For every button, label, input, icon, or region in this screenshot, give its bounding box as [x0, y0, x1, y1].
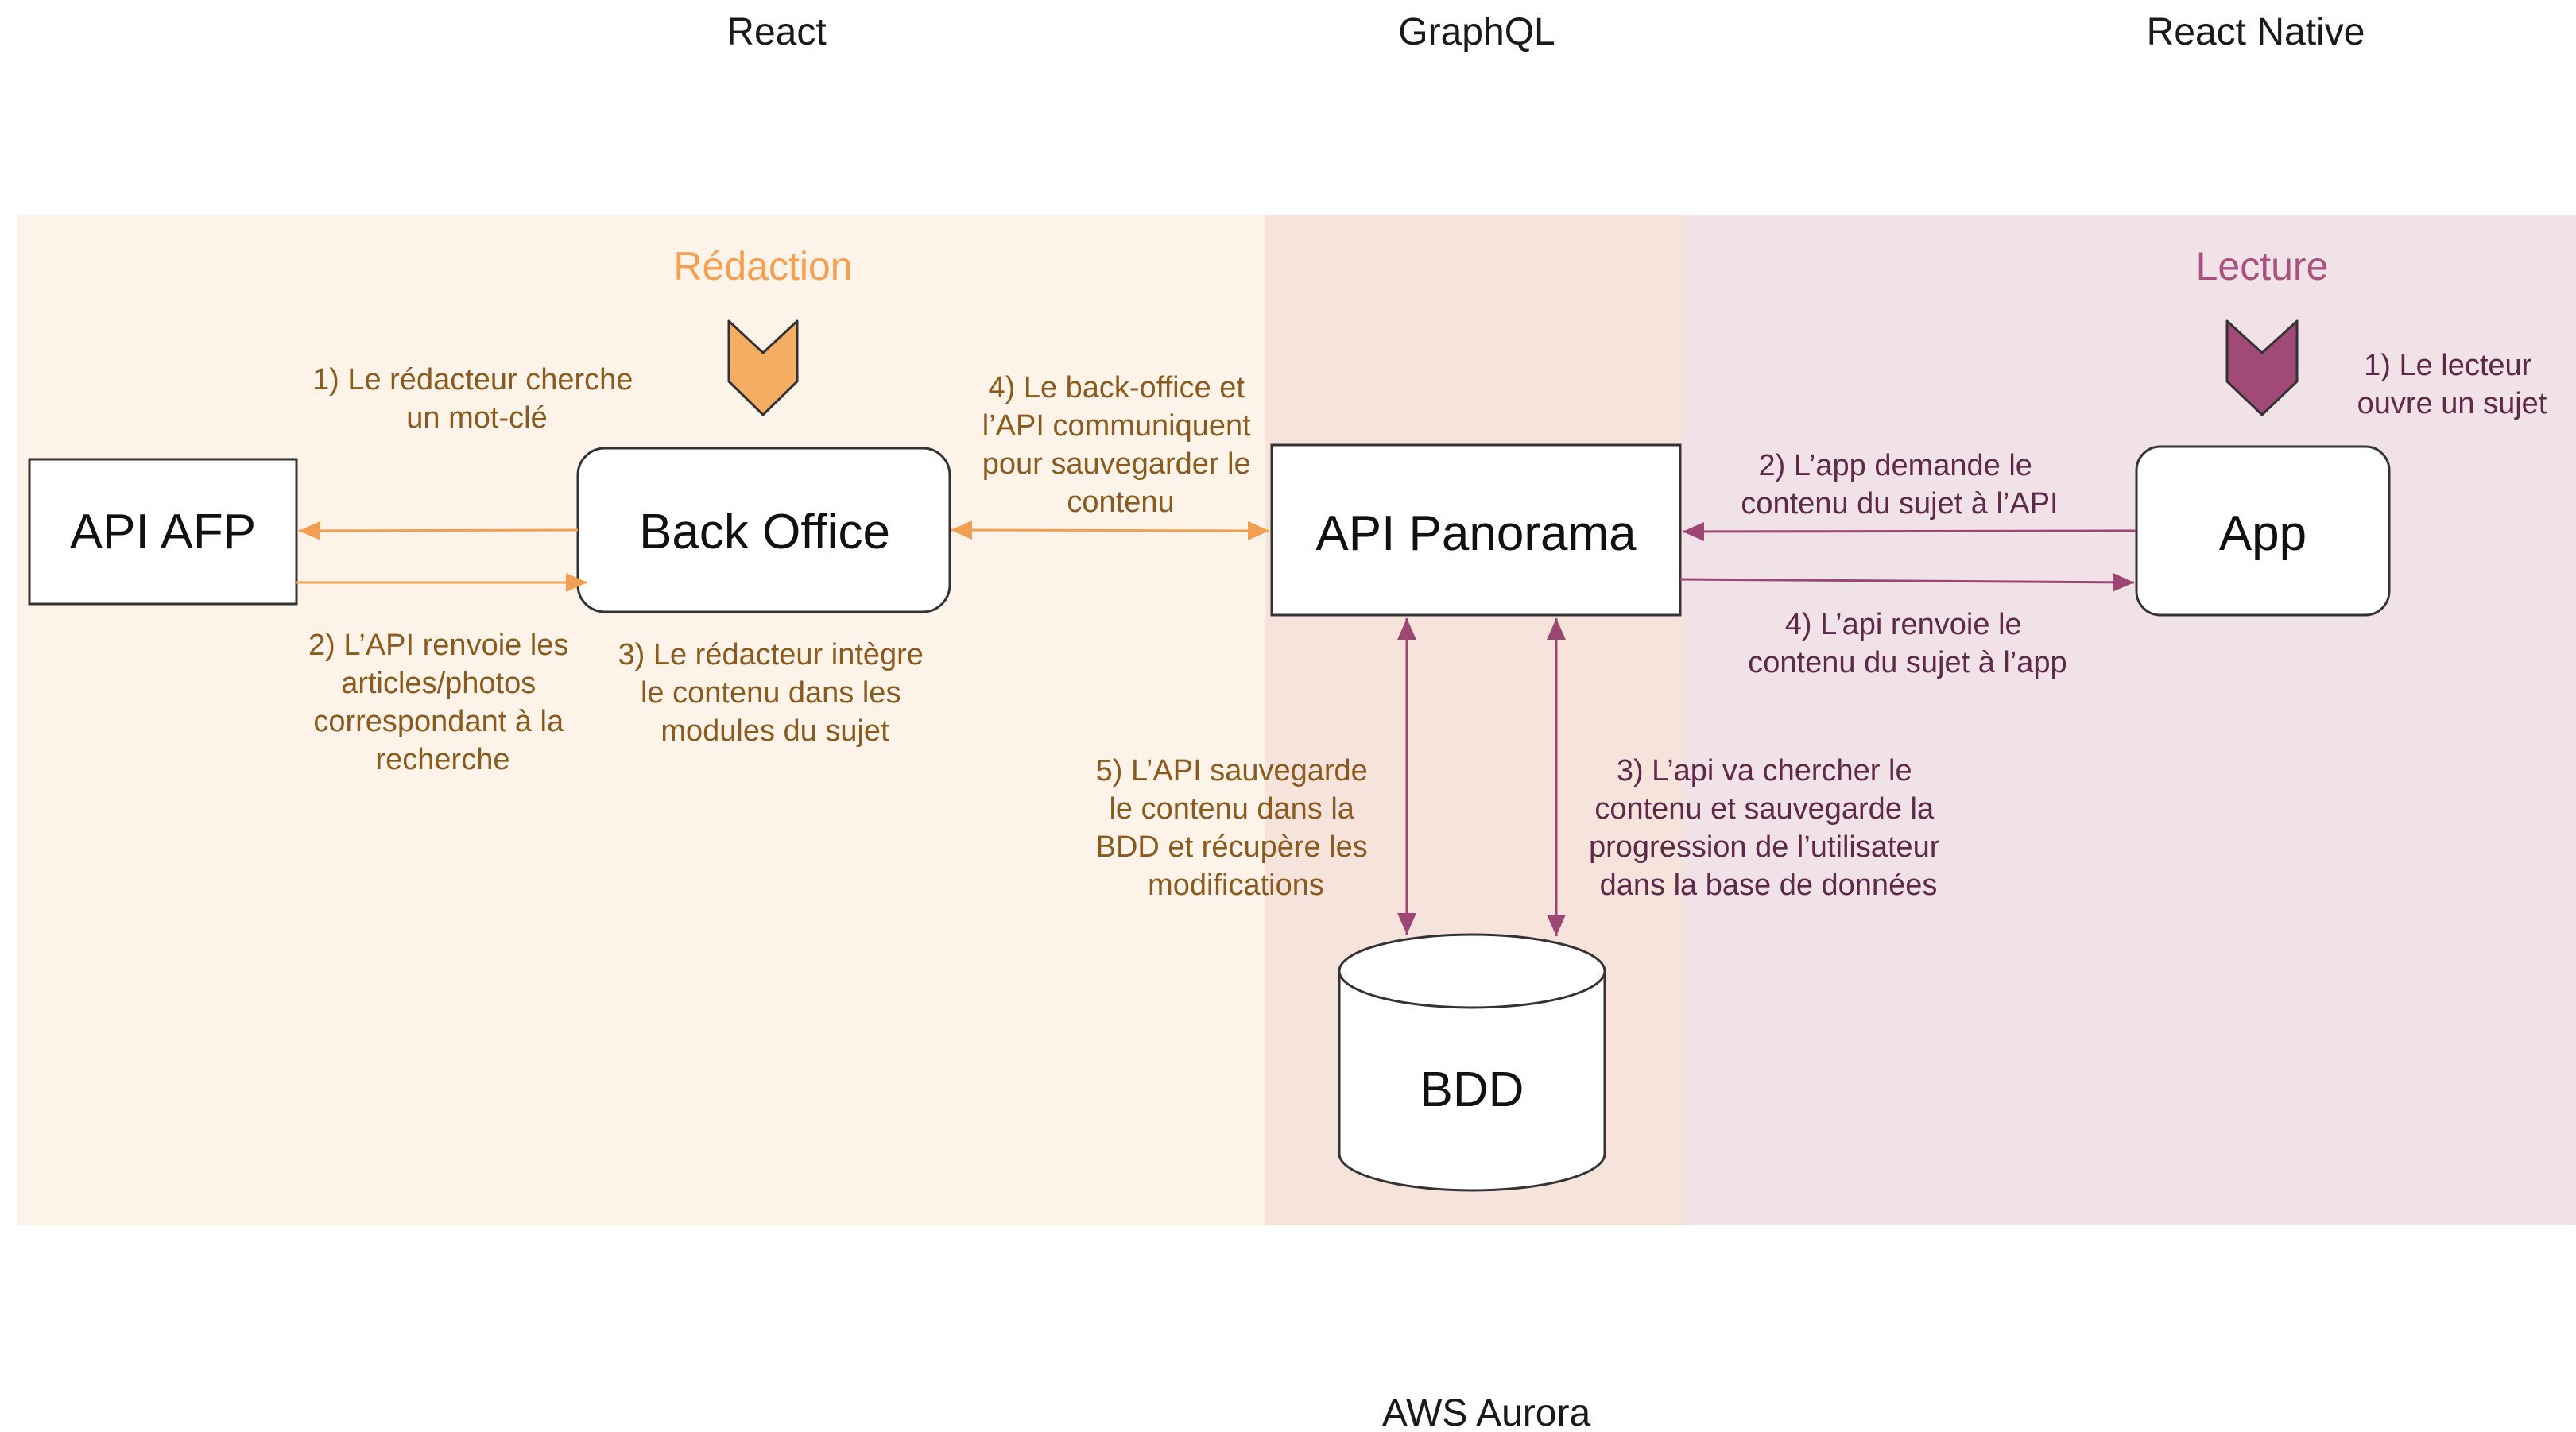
- api-panorama-label: API Panorama: [1315, 506, 1637, 561]
- bdd-label: BDD: [1420, 1062, 1524, 1117]
- tech-label-aws-aurora: AWS Aurora: [1382, 1392, 1591, 1432]
- note-redaction-1: 1) Le rédacteur cherche un mot-clé: [312, 363, 641, 435]
- note-lecture-3: 3) L’api va chercher le contenu et sauve…: [1589, 754, 1948, 902]
- section-title-redaction: Rédaction: [673, 244, 852, 288]
- arrow-backoffice-to-afp: [298, 521, 579, 540]
- note-redaction-5: 5) L’API sauvegarde le contenu dans la B…: [1096, 754, 1377, 902]
- redaction-chevron-icon: [727, 319, 799, 416]
- api-panorama-box: [1270, 443, 1682, 617]
- bdd-database-icon: [1338, 933, 1606, 1192]
- api-afp-box: [28, 458, 298, 606]
- api-afp-label: API AFP: [70, 505, 256, 559]
- back-office-label: Back Office: [639, 505, 890, 559]
- arrow-backoffice-to-panorama: [957, 521, 1270, 540]
- tech-label-react: React: [726, 11, 826, 53]
- section-title-lecture: Lecture: [2196, 244, 2329, 288]
- tech-label-react-native: React Native: [2147, 11, 2365, 53]
- arrow-panorama-to-app: [1679, 572, 2135, 592]
- redaction-zone: [17, 215, 1265, 1225]
- tech-label-graphql: GraphQL: [1398, 11, 1555, 53]
- note-lecture-2: 2) L’app demande le contenu du sujet à l…: [1741, 449, 2058, 521]
- note-lecture-1: 1) Le lecteur ouvre un sujet: [2357, 349, 2547, 420]
- arrow-app-to-panorama: [1682, 521, 2137, 541]
- note-redaction-2: 2) L’API renvoie les articles/photos cor…: [308, 629, 577, 776]
- lecture-chevron-icon: [2225, 319, 2299, 416]
- note-lecture-4: 4) L’api renvoie le contenu du sujet à l…: [1748, 608, 2067, 679]
- note-redaction-4: 4) Le back-office et l’API communiquent …: [982, 371, 1260, 519]
- lecture-zone: [1683, 215, 2576, 1225]
- note-redaction-3: 3) Le rédacteur intègre le contenu dans …: [618, 638, 932, 748]
- app-label: App: [2219, 506, 2307, 561]
